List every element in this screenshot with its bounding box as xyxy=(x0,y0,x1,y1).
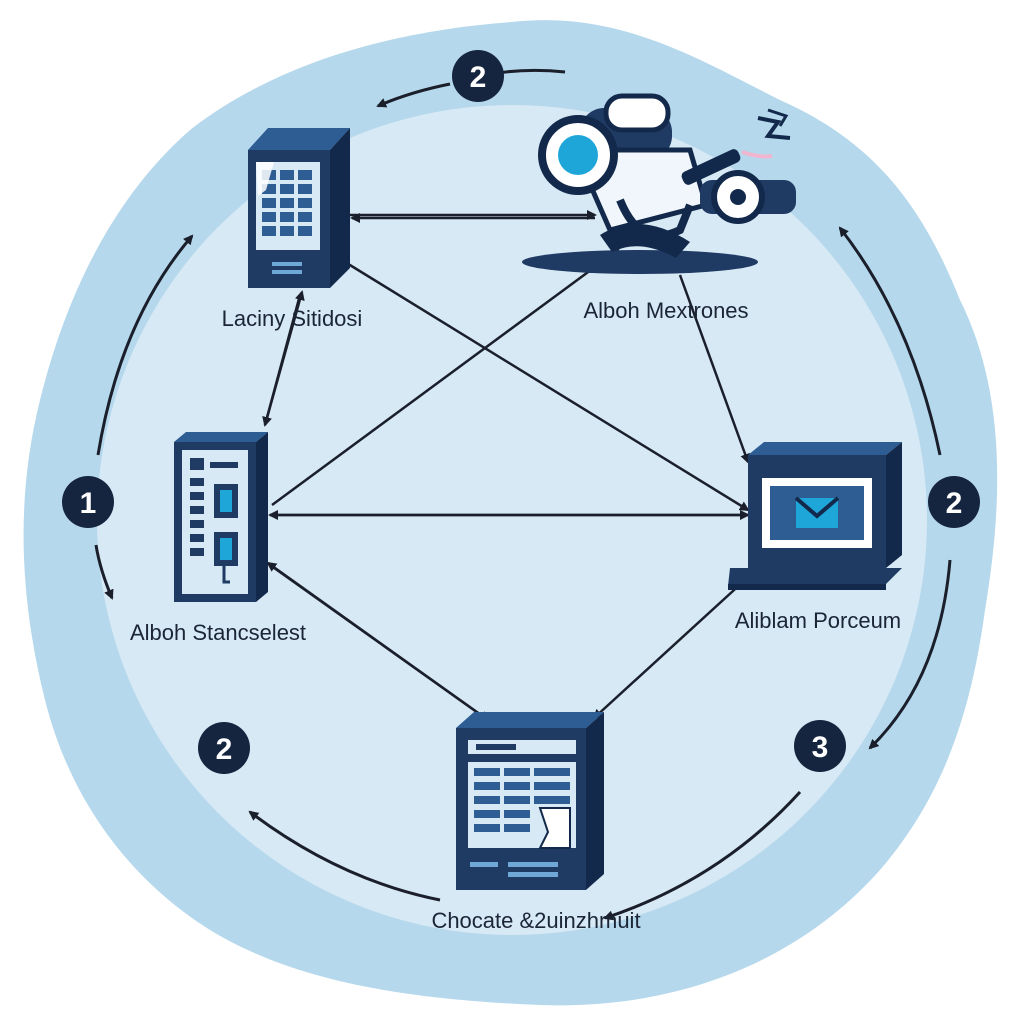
cycle-arrow-bottom-left xyxy=(248,810,441,902)
node-left: Alboh Stancselest xyxy=(130,432,306,645)
step-badge-number: 2 xyxy=(946,487,963,520)
cycle-arrow-left-lower xyxy=(94,544,114,600)
inner-circle xyxy=(97,105,927,935)
cycle-arrow-bottom-right xyxy=(603,790,802,921)
server-panel-icon xyxy=(174,432,268,602)
step-badge-number: 2 xyxy=(216,733,233,766)
connector-left-topright xyxy=(271,248,620,507)
laptop-mail-icon xyxy=(728,442,902,590)
document-server-icon xyxy=(456,712,604,890)
outer-cycle-arrows xyxy=(94,68,952,921)
connector-topright-right xyxy=(678,274,750,464)
node-top-right: Alboh Mextrones xyxy=(522,93,796,323)
node-label: Alboh Mextrones xyxy=(583,298,748,323)
connector-left-topleft xyxy=(263,290,305,426)
node-right: Aliblam Porceum xyxy=(728,442,902,633)
step-badge-bottom-left: 2 xyxy=(198,722,250,774)
connector-topleft-right xyxy=(344,260,750,512)
node-top-left: Laciny Sitidosi xyxy=(222,128,363,331)
cycle-arrow-left-upper xyxy=(96,234,194,456)
step-badge-left: 1 xyxy=(62,476,114,528)
step-badge-bottom-right: 3 xyxy=(794,720,846,772)
step-badge-right: 2 xyxy=(928,476,980,528)
node-bottom: Chocate &2uinzhmuit xyxy=(431,712,641,933)
cycle-arrow-right-upper xyxy=(838,226,942,456)
step-badge-number: 3 xyxy=(812,731,829,764)
connector-right-bottom xyxy=(592,579,746,720)
robot-camera-icon xyxy=(522,93,796,274)
connector-bottom-left xyxy=(266,561,489,722)
node-label: Aliblam Porceum xyxy=(735,608,901,633)
node-label: Alboh Stancselest xyxy=(130,620,306,645)
step-badge-number: 1 xyxy=(80,487,97,520)
step-badge-number: 2 xyxy=(470,61,487,94)
cycle-arrow-right-lower xyxy=(868,559,952,750)
node-label: Chocate &2uinzhmuit xyxy=(431,908,640,933)
node-label: Laciny Sitidosi xyxy=(222,306,363,331)
step-badge-top: 2 xyxy=(452,50,504,102)
server-tower-icon xyxy=(248,128,350,288)
cycle-arrow-top-left xyxy=(376,82,451,108)
node-connectors xyxy=(262,210,750,722)
